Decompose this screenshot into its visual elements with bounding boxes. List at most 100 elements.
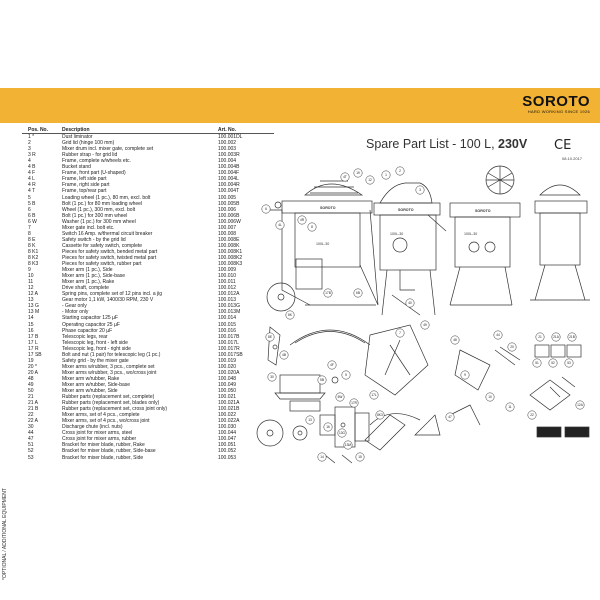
part-pos: 10 [28,273,34,280]
part-art-no: 100.002 [218,140,237,147]
part-callout: 3 [415,185,425,195]
part-callout: 44 [493,330,503,340]
part-description: - Motor only [62,309,89,316]
part-callout: 17B [323,288,333,298]
part-art-no: 100.022A [218,418,240,425]
part-callout-label: 19 [356,171,360,175]
part-callout-label: 11 [508,405,512,409]
part-pos: 21 [28,394,34,401]
model-label-2: 100L-30 [390,232,403,236]
part-pos: 5 B [28,200,36,207]
part-callout: 5 [341,370,351,380]
part-pos: 1 * [28,134,35,141]
part-callout-label: 6W [338,395,343,399]
part-pos: 17 B [28,333,39,340]
brand-logo: SOROTO HARD WORKING SINCE 1926 [522,93,590,114]
part-callout-label: 40 [408,301,412,305]
part-description: Pieces for safety switch, bended metal p… [62,248,158,255]
header-band [0,88,600,123]
part-description: Mixer arms w/rubber, 3 pcs., wo/cross jo… [62,369,157,376]
part-pos: 8 K2 [28,254,39,261]
part-pos: 13 G [28,303,39,310]
header-art-no: Art. No. [218,127,274,135]
part-pos: 3 [28,146,31,153]
part-callout: 4T [340,172,350,182]
part-callout: 22 [527,410,537,420]
part-callout-label: 21A [553,335,560,339]
part-art-no: 100.048 [218,375,237,382]
part-callout: 47 [445,412,455,422]
part-description: Telescopic leg, front - left side [62,339,128,346]
part-pos: 8 K1 [28,248,39,255]
part-description: Pieces for safety switch, twisted metal … [62,254,157,261]
exploded-parts [256,324,590,464]
part-callout-label: 3 [419,188,421,192]
part-callout-label: 17B [325,291,331,295]
part-callout: 8E [265,332,275,342]
part-description: - Gear only [62,303,87,310]
part-pos: 50 [28,388,34,395]
part-pos: 20 A [28,369,39,376]
part-art-no: 100.017R [218,345,240,352]
part-pos: 19 [28,357,34,364]
part-art-no: 100.052 [218,448,237,455]
header-description: Description [62,127,218,135]
part-art-no: 100.017L [218,339,239,346]
part-callout: 9 [460,370,470,380]
part-description: Mixer gate incl. bolt etc. [62,224,115,231]
part-callout: 53 [564,358,574,368]
part-callout-label: 4B [282,353,286,357]
table-row: 10 Mixer arm (1 pc.), Side-base 100.010 [22,273,274,279]
drawing-logo-2: SOROTO [398,208,414,212]
part-art-no: 100.008K [218,242,240,249]
part-art-no: 100.013M [218,309,241,316]
model-label-1: 100L-30 [316,242,329,246]
part-pos: 47 [28,436,34,443]
part-callout: 15 [355,452,365,462]
part-pos: 8 K [28,242,36,249]
part-callout-label: 52 [551,361,555,365]
part-callout-label: 5 [345,373,347,377]
part-description: Spring pins, complete set of 12 pins inc… [62,291,163,298]
part-pos: 4 B [28,164,36,171]
part-description: Washer (1 pc.) for 300 mm wheel [62,218,136,225]
part-art-no: 100.008K1 [218,248,243,255]
part-callout-label: 4T [343,175,347,179]
part-description: Mixer arms, set of 4 pcs., wo/cross join… [62,418,150,425]
part-callout: 4B [279,350,289,360]
front-view [373,182,441,316]
part-art-no: 100.010 [218,273,237,280]
part-art-no: 100.014 [218,315,237,322]
part-art-no: 100.049 [218,381,237,388]
part-callout: 1 [381,170,391,180]
part-callout-label: 48 [453,338,457,342]
part-pos: 21 B [28,406,39,413]
part-callout-label: 13G [339,431,346,435]
table-row: 20 *Mixer arms w/rubber, 3 pcs., complet… [22,364,274,370]
document-date: 08.10.2017 [562,156,583,161]
part-callout: 17R [349,398,359,408]
part-pos: 4 R [28,182,36,189]
back-view [530,184,590,301]
part-callout: 16 [323,422,333,432]
part-pos: 8 E [28,236,36,243]
part-description: Operating capacitor 25 µF [62,321,120,328]
part-callout: 21 [535,332,545,342]
part-callout-label: 20 [510,345,514,349]
part-description: Mixer arm (1 pc.), Side-base [62,273,126,280]
